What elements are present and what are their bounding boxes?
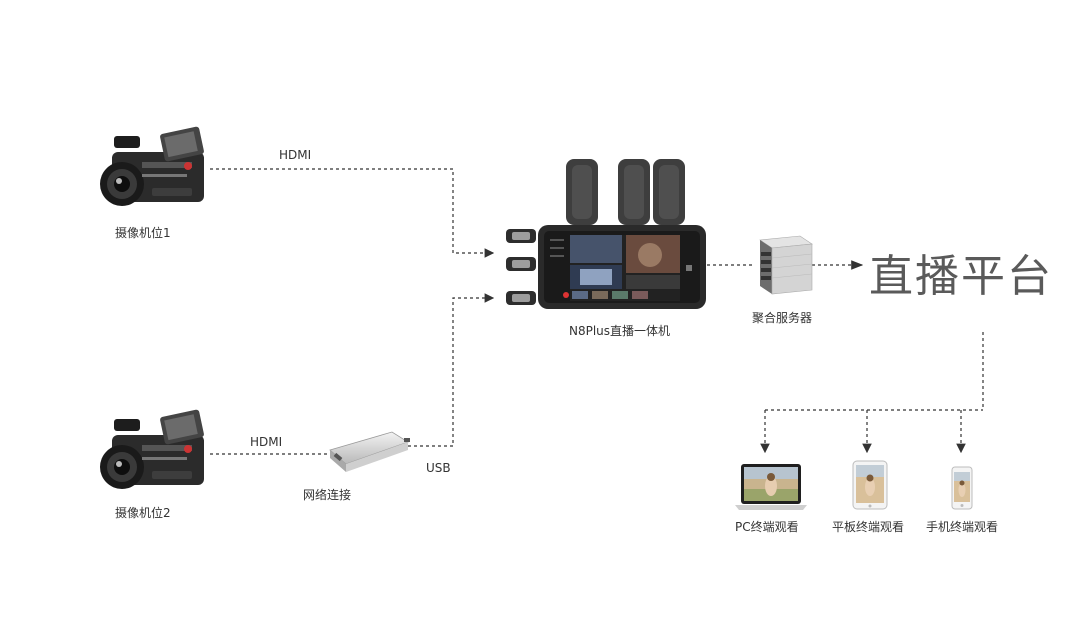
smartphone-icon bbox=[951, 466, 973, 510]
device-label: N8Plus直播一体机 bbox=[569, 324, 671, 338]
usb-label: USB bbox=[426, 461, 451, 475]
hdmi-top-label: HDMI bbox=[279, 148, 312, 162]
camera-1-icon bbox=[100, 126, 204, 206]
hdmi-bottom-label: HDMI bbox=[250, 435, 283, 449]
camera-1-label: 摄像机位1 bbox=[115, 226, 171, 240]
platform-title: 直播平台 bbox=[869, 251, 1053, 302]
server-rack-icon bbox=[759, 235, 813, 295]
server-label: 聚合服务器 bbox=[752, 311, 813, 325]
line-camera1-to-device bbox=[210, 168, 495, 258]
camera-2-icon bbox=[100, 409, 204, 489]
phone-label: 手机终端观看 bbox=[926, 520, 999, 534]
streaming-device-icon bbox=[506, 159, 706, 309]
camera-2-label: 摄像机位2 bbox=[115, 506, 171, 520]
network-label: 网络连接 bbox=[303, 488, 352, 502]
line-capture-to-device bbox=[408, 293, 495, 447]
pc-label: PC终端观看 bbox=[735, 520, 799, 534]
tablet-label: 平板终端观看 bbox=[832, 520, 905, 534]
tablet-icon bbox=[852, 460, 888, 510]
laptop-icon bbox=[735, 464, 807, 510]
capture-card-icon bbox=[329, 431, 410, 472]
